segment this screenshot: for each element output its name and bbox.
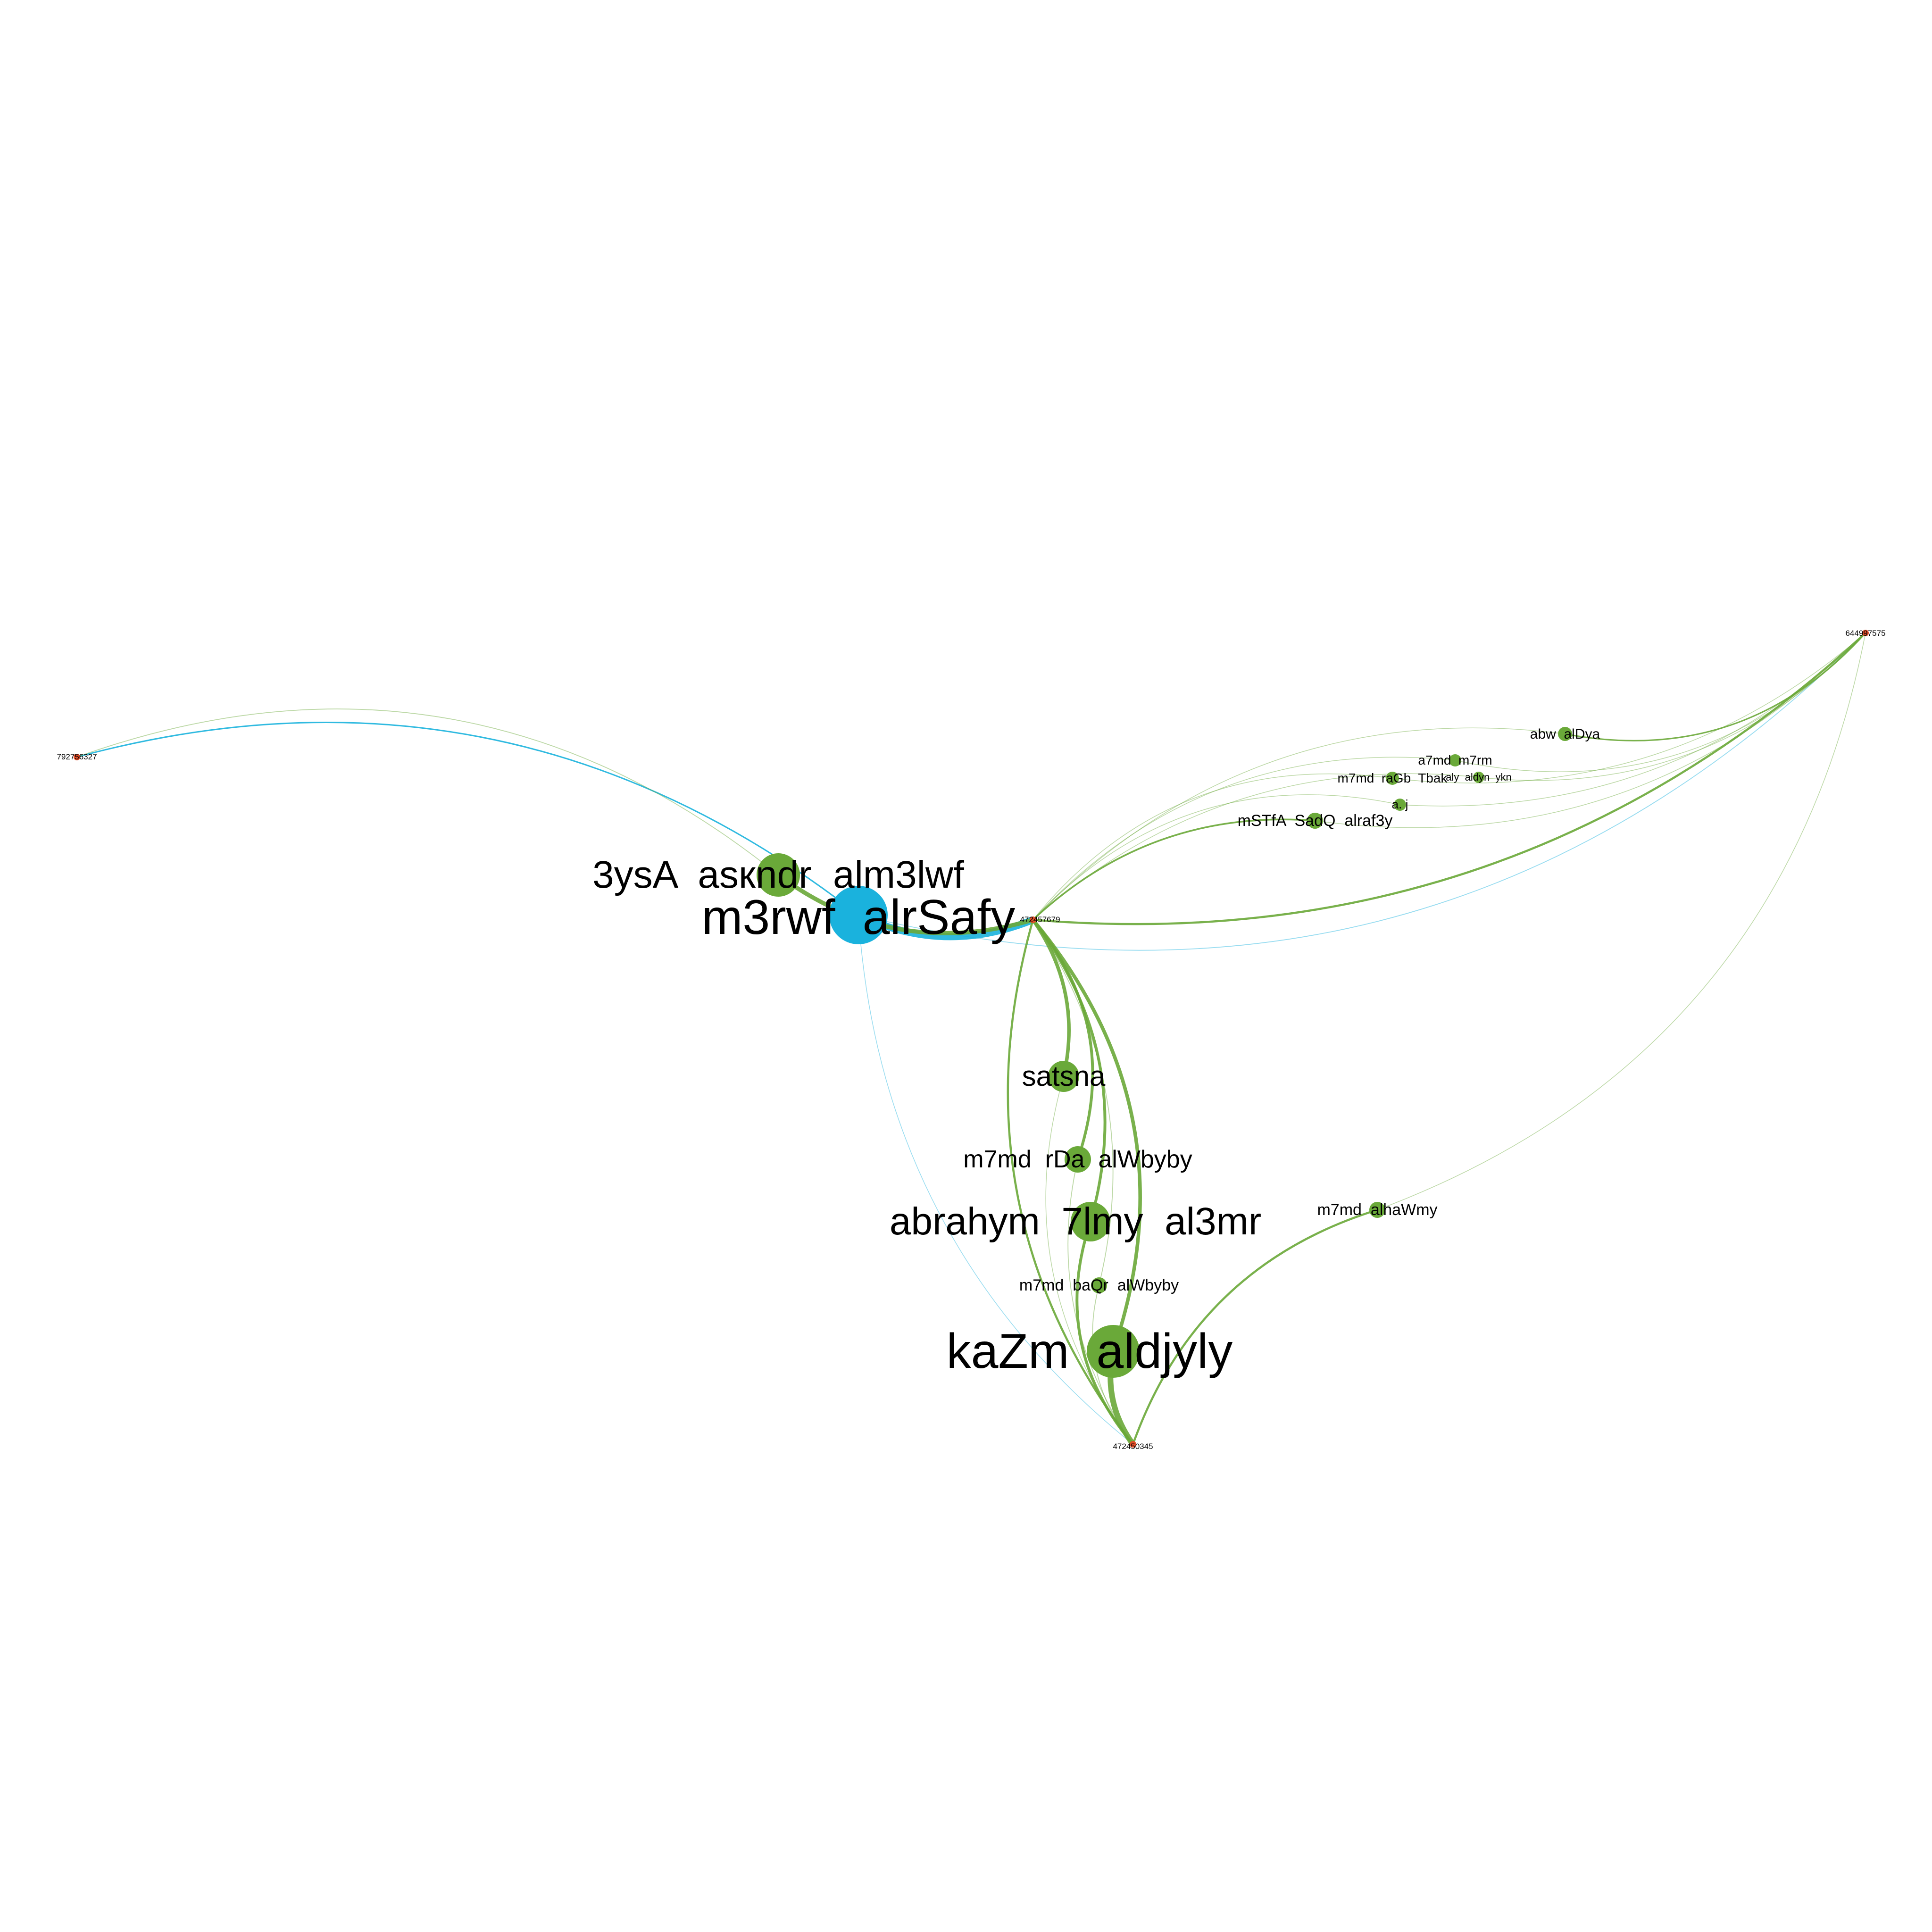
node-label-ragb: m7md raGb Tbak	[1338, 771, 1448, 785]
node-label-h472450345: 472450345	[1113, 1442, 1153, 1451]
node-label-kazm: kaZm aldjyly	[947, 1324, 1233, 1379]
node-h472450345[interactable]	[1130, 1441, 1136, 1448]
edge-rda-to-h472457679	[1032, 919, 1094, 1160]
node-label-h792756327: 792756327	[57, 752, 97, 761]
edge-m3rwf-to-h644997575	[858, 633, 1866, 951]
edge-abrahym-to-h472457679	[1032, 919, 1107, 1222]
edge-ragb-to-h472457679	[1033, 773, 1393, 920]
node-satsna[interactable]	[1048, 1061, 1079, 1092]
edge-alhawmy-to-h644997575	[1377, 633, 1866, 1210]
node-label-aj: a. j	[1392, 797, 1408, 811]
node-label-abrahym: abrahym 7lmy al3mr	[890, 1200, 1261, 1243]
labels-layer: m3rwf alrSafy kaZm aldjyly abrahym 7lmy al…	[57, 629, 1885, 1451]
edge-3ysa-to-h792756327	[76, 708, 779, 875]
node-label-satsna: satsna	[1022, 1060, 1106, 1092]
node-baqr[interactable]	[1091, 1277, 1107, 1293]
edge-m3rwf-to-h472450345	[858, 915, 1133, 1445]
node-label-aldyn: aly aldyn ykn	[1446, 771, 1511, 783]
node-label-m3rwf: m3rwf alrSafy	[702, 890, 1016, 945]
edge-abw-to-h472457679	[1033, 727, 1566, 920]
node-abw[interactable]	[1558, 727, 1572, 741]
node-h792756327[interactable]	[74, 754, 80, 760]
node-label-h644997575: 644997575	[1845, 629, 1885, 638]
edge-kazm-to-h472457679	[1032, 918, 1142, 1352]
node-label-baqr: m7md baQr alWbyby	[1019, 1276, 1179, 1294]
node-mstfa[interactable]	[1307, 813, 1323, 829]
node-h472457679[interactable]	[1030, 916, 1036, 923]
edge-rda-to-h472450345	[1067, 1159, 1133, 1445]
edges-layer	[76, 632, 1866, 1446]
edge-a7md-to-h644997575	[1455, 633, 1866, 772]
node-alhawmy[interactable]	[1369, 1202, 1385, 1218]
node-abrahym[interactable]	[1071, 1202, 1110, 1241]
node-label-a7md: a7md m7rm	[1418, 753, 1492, 767]
node-kazm[interactable]	[1087, 1325, 1140, 1378]
node-rda[interactable]	[1065, 1146, 1091, 1173]
node-a7md[interactable]	[1449, 754, 1461, 766]
edge-satsna-to-h472450345	[1045, 1076, 1133, 1445]
edge-m3rwf-to-h792756327	[76, 722, 859, 916]
edge-h472457679-to-h472450345	[1007, 919, 1134, 1445]
node-label-3ysa: 3ysA asкndr alm3lwf	[592, 853, 964, 896]
edge-a7md-to-h472457679	[1033, 757, 1456, 920]
node-label-h472457679: 472457679	[1020, 915, 1060, 924]
edge-aj-to-h472457679	[1033, 794, 1400, 920]
node-label-alhawmy: m7md alhaWmy	[1317, 1201, 1437, 1219]
node-label-mstfa: mSTfA SadQ alraf3y	[1238, 812, 1393, 830]
node-label-abw: abw alDya	[1530, 726, 1600, 742]
node-ragb[interactable]	[1386, 772, 1399, 785]
edge-mstfa-to-h644997575	[1315, 633, 1866, 828]
node-h644997575[interactable]	[1862, 630, 1869, 636]
edge-h472457679-to-h644997575	[1033, 632, 1866, 925]
edge-mstfa-to-h472457679	[1032, 818, 1316, 921]
edge-baqr-to-h472457679	[1033, 919, 1114, 1286]
edge-abw-to-h644997575	[1565, 632, 1866, 741]
edge-satsna-to-h472457679	[1031, 918, 1071, 1077]
edge-ragb-to-h644997575	[1392, 633, 1866, 783]
nodes-layer	[74, 630, 1869, 1448]
edge-aldyn-to-h472457679	[1033, 773, 1479, 920]
node-3ysa[interactable]	[757, 853, 800, 897]
edge-alhawmy-to-h472450345	[1132, 1208, 1378, 1445]
edge-3ysa-to-h472457679	[777, 873, 1034, 935]
edge-aldyn-to-h644997575	[1478, 633, 1866, 781]
node-aj[interactable]	[1394, 799, 1406, 811]
node-m3rwf[interactable]	[829, 886, 888, 944]
node-aldyn[interactable]	[1473, 772, 1484, 783]
node-label-rda: m7md rDa alWbyby	[963, 1146, 1192, 1173]
